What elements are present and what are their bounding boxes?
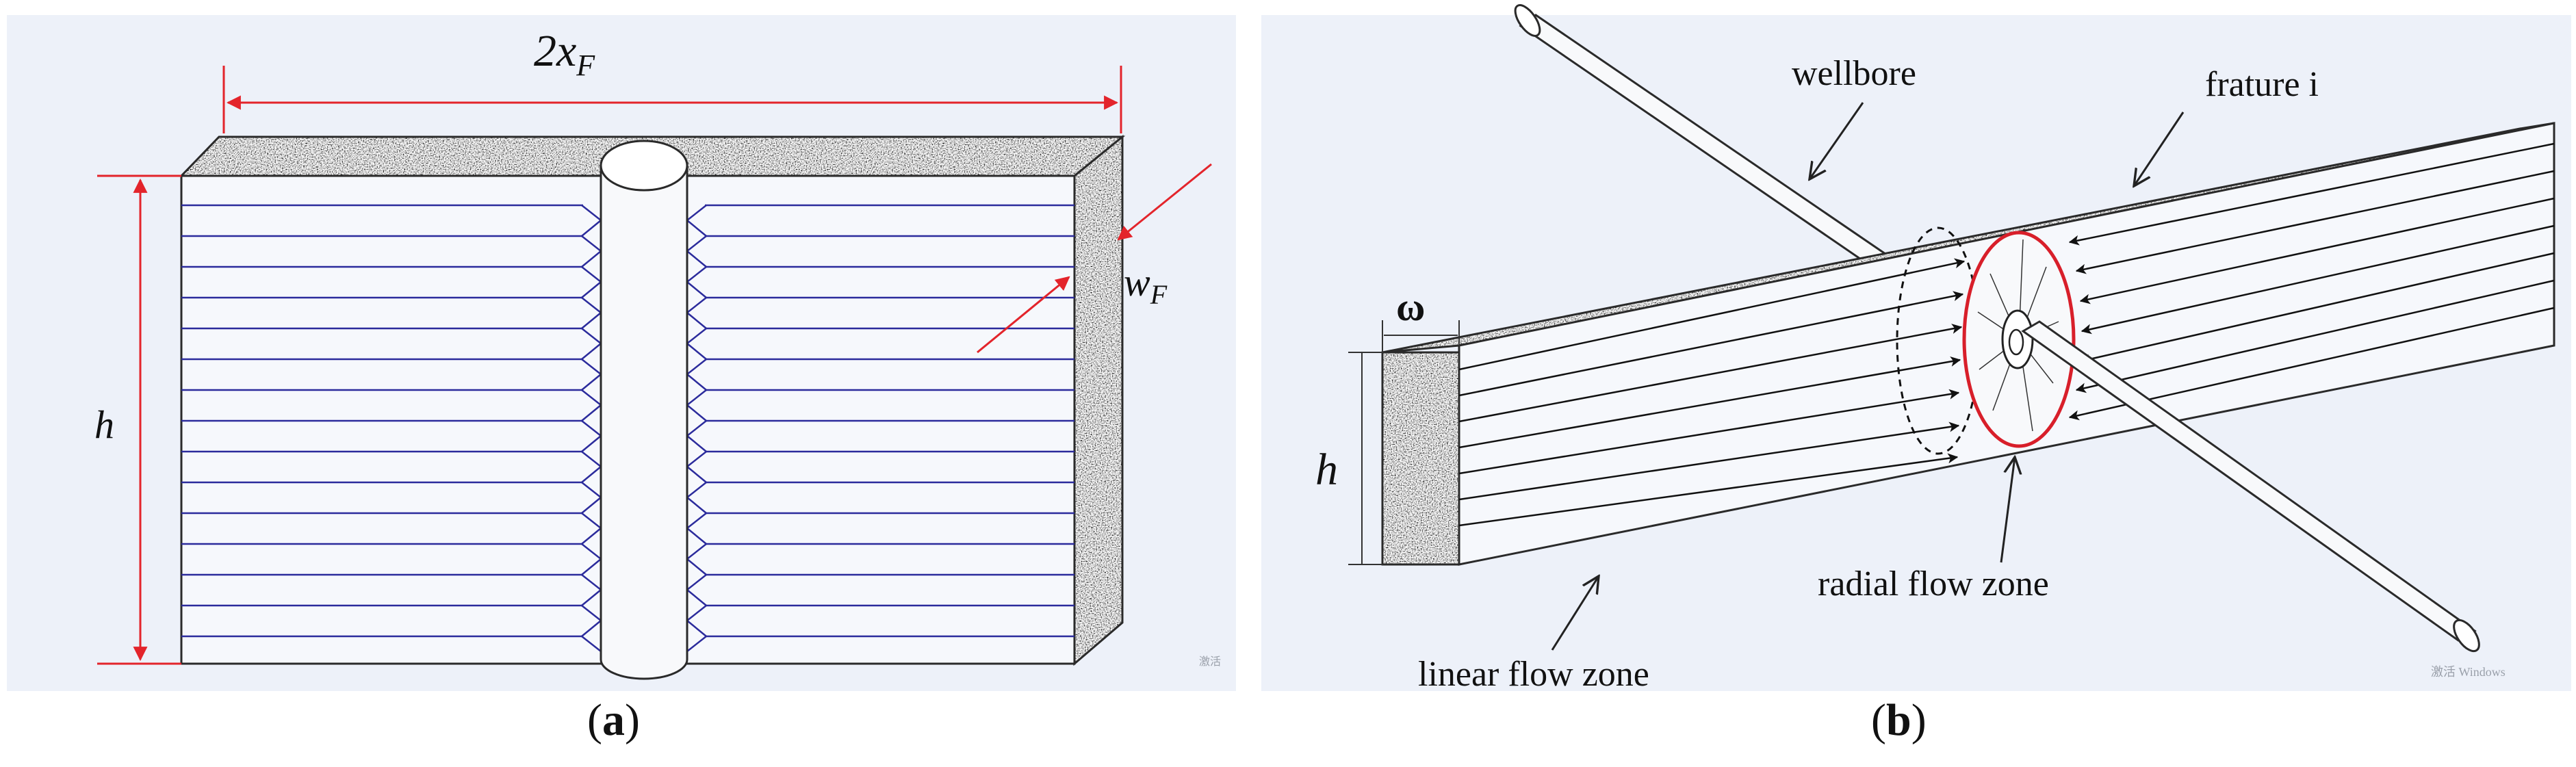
width-label: 2xF	[534, 26, 595, 82]
radial-flow-label: radial flow zone	[1818, 564, 2049, 603]
fracture-side-face	[1073, 134, 1124, 666]
height-label-b: h	[1315, 445, 1338, 495]
caption-b-letter: b	[1885, 695, 1911, 745]
height-dimension	[97, 174, 181, 665]
converging-flow-zigzag-right	[686, 205, 708, 652]
fracture-label: frature i	[2205, 65, 2319, 104]
wellbore-callout-arrow	[1809, 102, 1864, 179]
fracture-callout-arrow	[2134, 112, 2185, 186]
watermark-b: 激活 Windows	[2431, 665, 2506, 679]
thickness-dimension	[977, 163, 1212, 354]
height-label: h	[94, 402, 114, 447]
radial-callout-arrow	[2000, 457, 2015, 563]
caption-b: (b)	[1871, 695, 1927, 745]
converging-flow-zigzag-left	[580, 205, 602, 652]
linear-callout-arrow	[1551, 576, 1599, 651]
linear-flow-arrows-left	[1458, 258, 1966, 527]
linear-flow-lines-right	[705, 204, 1074, 638]
wellbore-cylinder	[600, 140, 688, 680]
caption-a-letter: a	[602, 695, 625, 745]
omega-dimension	[1382, 320, 1460, 352]
thickness-label: wF	[1124, 260, 1168, 310]
radial-flow-zone	[1962, 231, 2076, 448]
panel-b: ω h wellbore frature i radial flow zone …	[1261, 4, 2571, 694]
panel-a: 2xF h wF 激活	[7, 15, 1236, 691]
fracture-end-face	[1382, 352, 1459, 564]
width-dimension	[222, 66, 1122, 133]
watermark-a: 激活	[1199, 655, 1221, 668]
omega-label: ω	[1396, 285, 1425, 329]
caption-a: (a)	[587, 695, 640, 745]
height-dimension-b	[1348, 352, 1382, 565]
wellbore-label: wellbore	[1792, 54, 1916, 93]
wellbore-pipe-lower	[2021, 320, 2480, 653]
linear-flow-lines-left	[181, 204, 583, 638]
linear-flow-label: linear flow zone	[1418, 655, 1649, 694]
